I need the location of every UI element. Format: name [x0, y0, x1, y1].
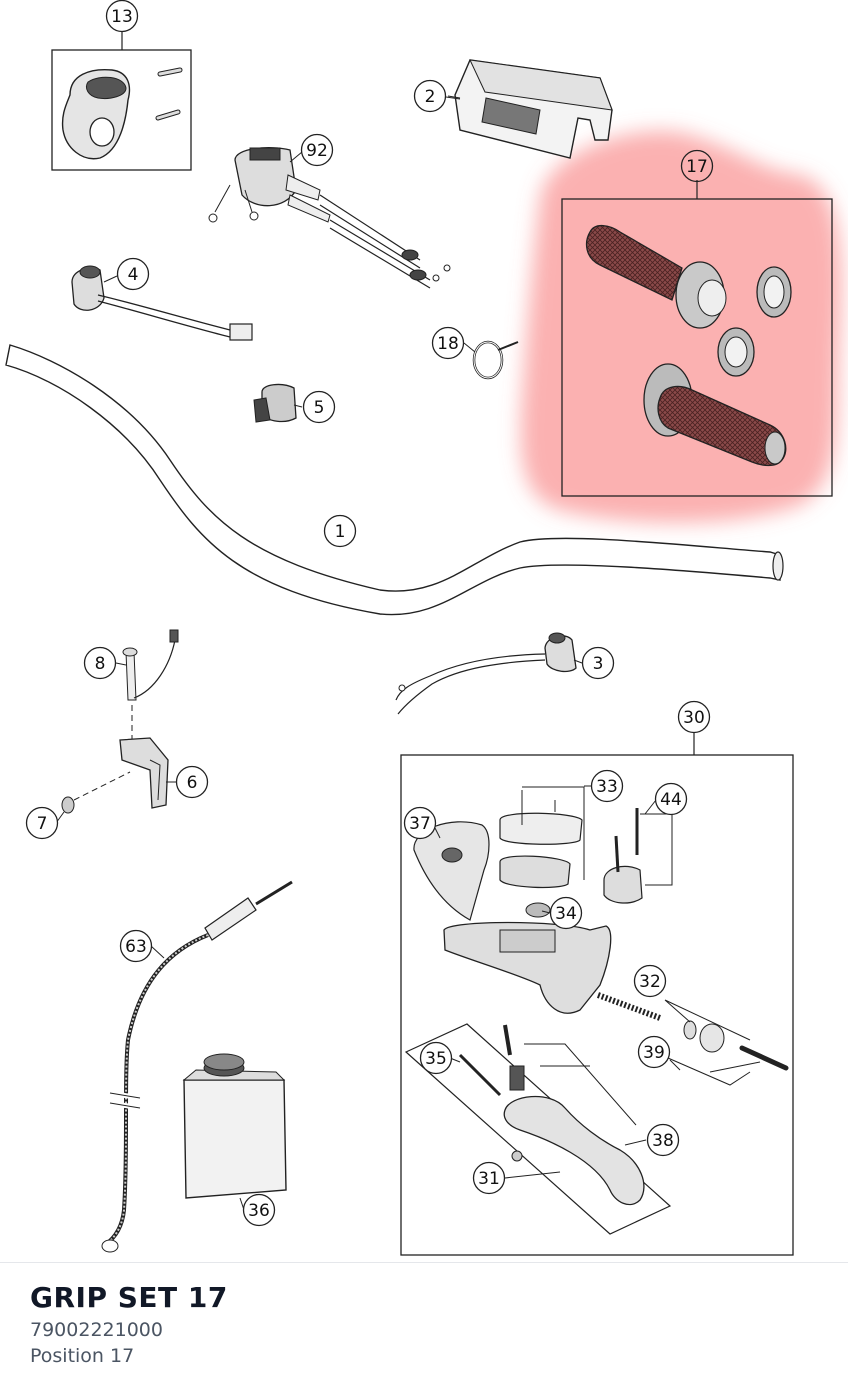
callout-7-label: 7 — [37, 814, 48, 834]
part-30-brake-master-cylinder[interactable] — [400, 733, 794, 1256]
callout-5[interactable]: 5 — [302, 390, 336, 424]
callout-35[interactable]: 35 — [419, 1041, 453, 1075]
grip-set-highlight[interactable] — [520, 131, 842, 523]
callout-38-label: 38 — [652, 1131, 674, 1151]
part-13-switch[interactable] — [51, 32, 192, 171]
callout-3[interactable]: 3 — [581, 646, 615, 680]
part-1-handlebar[interactable] — [5, 344, 784, 616]
callout-92[interactable]: 92 — [300, 133, 334, 167]
callout-4[interactable]: 4 — [116, 257, 150, 291]
callout-31[interactable]: 31 — [472, 1161, 506, 1195]
part-36-brake-fluid[interactable] — [182, 1053, 287, 1199]
callout-8-label: 8 — [95, 654, 106, 674]
callout-17[interactable]: 17 — [680, 149, 714, 183]
callout-30[interactable]: 30 — [677, 700, 711, 734]
callout-32-label: 32 — [639, 972, 661, 992]
part-title: GRIP SET 17 — [30, 1281, 228, 1314]
part-92-throttle[interactable] — [208, 147, 451, 289]
callout-63-label: 63 — [125, 937, 147, 957]
callout-44-label: 44 — [660, 790, 682, 810]
callout-13-label: 13 — [111, 7, 133, 27]
callout-5-label: 5 — [314, 398, 325, 418]
callout-39-label: 39 — [643, 1043, 665, 1063]
callout-36[interactable]: 36 — [242, 1193, 276, 1227]
callout-13[interactable]: 13 — [105, 0, 139, 33]
callout-4-label: 4 — [128, 265, 139, 285]
part-7-screw[interactable] — [61, 771, 131, 814]
part-position: Position 17 — [30, 1345, 135, 1367]
part-6-bracket[interactable] — [119, 737, 169, 809]
callout-36-label: 36 — [248, 1201, 270, 1221]
callout-33-label: 33 — [596, 777, 618, 797]
exploded-parts-diagram: 13 2 92 17 4 18 5 1 8 3 6 7 30 33 44 37 … — [5, 0, 842, 1256]
callout-33[interactable]: 33 — [590, 769, 624, 803]
callout-63[interactable]: 63 — [119, 929, 153, 963]
callout-37-label: 37 — [409, 814, 431, 834]
callout-6[interactable]: 6 — [175, 765, 209, 799]
callout-34-label: 34 — [555, 904, 577, 924]
callout-8[interactable]: 8 — [83, 646, 117, 680]
part-info-footer: GRIP SET 17 79002221000 Position 17 — [0, 1262, 848, 1391]
callout-39[interactable]: 39 — [637, 1035, 671, 1069]
part-4-switch-wire[interactable] — [71, 265, 253, 341]
callout-44[interactable]: 44 — [654, 782, 688, 816]
callout-92-label: 92 — [306, 141, 328, 161]
part-5-clamp[interactable] — [253, 383, 297, 423]
callout-18-label: 18 — [437, 334, 459, 354]
callout-38[interactable]: 38 — [646, 1123, 680, 1157]
callout-1-label: 1 — [335, 522, 346, 542]
callout-34[interactable]: 34 — [549, 896, 583, 930]
callout-labels: 13 2 92 17 4 18 5 1 8 3 6 7 30 33 44 37 … — [25, 0, 714, 1227]
part-63-brake-line[interactable] — [101, 880, 293, 1253]
part-2-handlebar-pad[interactable] — [447, 59, 613, 159]
callout-7[interactable]: 7 — [25, 806, 59, 840]
callout-31-label: 31 — [478, 1169, 500, 1189]
callout-32[interactable]: 32 — [633, 964, 667, 998]
callout-35-label: 35 — [425, 1049, 447, 1069]
callout-1[interactable]: 1 — [323, 514, 357, 548]
callout-17-label: 17 — [686, 157, 708, 177]
callout-18[interactable]: 18 — [431, 326, 465, 360]
callout-37[interactable]: 37 — [403, 806, 437, 840]
part-3-switch-wire[interactable] — [395, 632, 577, 715]
part-8-sensor[interactable] — [122, 629, 179, 740]
callout-2-label: 2 — [425, 87, 436, 107]
part-number: 79002221000 — [30, 1319, 163, 1341]
callout-2[interactable]: 2 — [413, 79, 447, 113]
callout-6-label: 6 — [187, 773, 198, 793]
part-17-grip-set[interactable] — [561, 180, 833, 497]
part-18-cable-tie[interactable] — [472, 340, 519, 380]
callout-30-label: 30 — [683, 708, 705, 728]
callout-3-label: 3 — [593, 654, 604, 674]
